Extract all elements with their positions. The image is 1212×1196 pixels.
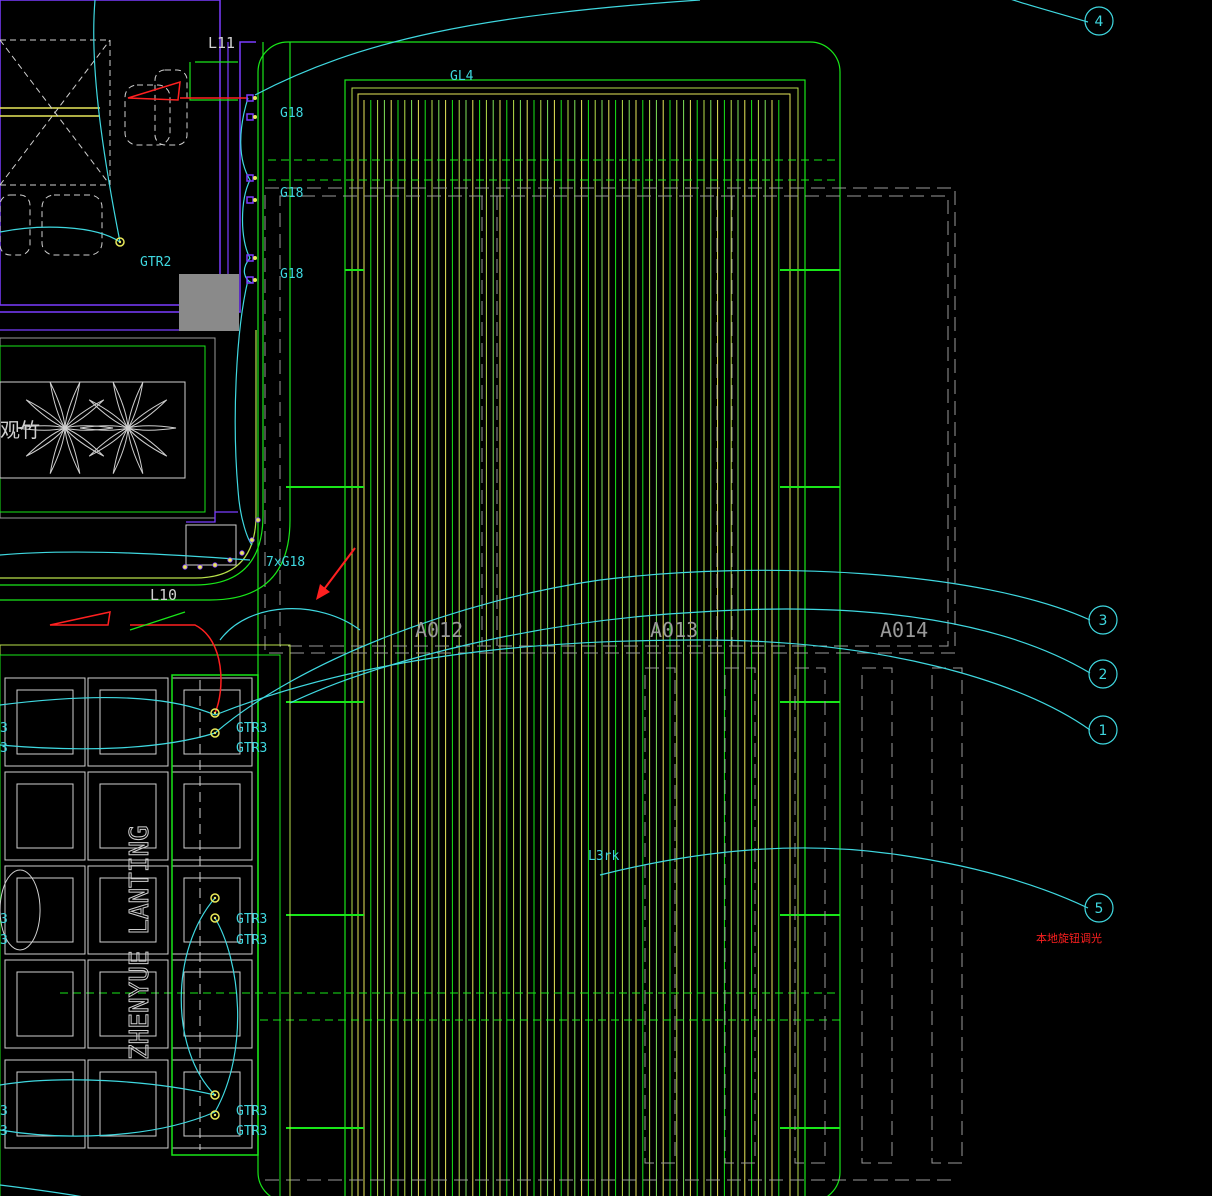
circuit-bubbles: 1 2 3 4 5: [1084, 6, 1118, 923]
label-gtr3-clipped: 3: [0, 741, 8, 756]
red-arrow: [316, 547, 356, 600]
label-gtr3-clipped: 3: [0, 912, 8, 927]
label-gtr3-clipped: 3: [0, 1124, 8, 1139]
deck-stripes: [363, 100, 780, 1196]
label-red-note: 本地旋钮调光: [1036, 931, 1102, 945]
label-l11: L11: [208, 34, 235, 52]
svg-text:2: 2: [1099, 667, 1108, 683]
label-gtr2: GTR2: [140, 255, 171, 270]
label-gtr3: GTR3: [236, 721, 267, 736]
label-a013: A013: [650, 618, 698, 642]
circuit-bubble-3: 3: [1088, 605, 1118, 635]
label-l3rk: L3rk: [588, 849, 619, 864]
deck-area: [60, 41, 841, 1196]
svg-text:4: 4: [1095, 14, 1104, 30]
label-g18-count: 7xG18: [266, 555, 305, 570]
top-left-room: [0, 0, 256, 331]
circuit-bubble-4: 4: [1084, 6, 1114, 36]
circuit-bubble-5: 5: [1084, 893, 1114, 923]
label-gtr3: GTR3: [236, 1124, 267, 1139]
label-chinese: 观竹: [0, 418, 40, 442]
label-g18-3: G18: [280, 267, 303, 282]
label-gtr3-clipped: 3: [0, 933, 8, 948]
label-gtr3-clipped: 3: [0, 1104, 8, 1119]
label-gtr3: GTR3: [236, 933, 267, 948]
deck-frame-1: [344, 79, 806, 1196]
label-g18-2: G18: [280, 186, 303, 201]
text-labels: L11 L10 GL4 G18 G18 G18 7xG18 GTR2 A012 …: [0, 34, 1102, 1139]
label-a014: A014: [880, 618, 928, 642]
circuit-bubble-2: 2: [1088, 659, 1118, 689]
fixture-nodes: [115, 94, 261, 1120]
label-l10: L10: [150, 586, 177, 604]
deck-ties: [286, 269, 840, 1129]
label-gtr3: GTR3: [236, 1104, 267, 1119]
planter: [0, 42, 291, 601]
label-gl4: GL4: [450, 69, 474, 84]
svg-text:3: 3: [1099, 613, 1108, 629]
paving-grid: [0, 644, 291, 1196]
svg-text:1: 1: [1099, 723, 1108, 739]
deck-outer-border: [257, 41, 841, 1196]
label-a012: A012: [415, 618, 463, 642]
label-gtr3: GTR3: [236, 912, 267, 927]
red-conduit: [130, 624, 222, 714]
label-gtr3-clipped: 3: [0, 721, 8, 736]
dashed-rooms: [264, 187, 963, 1181]
wire-routes: [0, 0, 1091, 1196]
deck-frame-3: [357, 93, 791, 1196]
label-vertical-text: ZHENYUE LANTING: [125, 825, 155, 1060]
label-g18-1: G18: [280, 106, 303, 121]
flower-symbols: [16, 382, 177, 474]
svg-text:5: 5: [1095, 901, 1104, 917]
grey-column: [179, 274, 239, 331]
circuit-bubble-1: 1: [1088, 715, 1118, 745]
deck-frame-2: [351, 87, 799, 1196]
label-gtr3: GTR3: [236, 741, 267, 756]
